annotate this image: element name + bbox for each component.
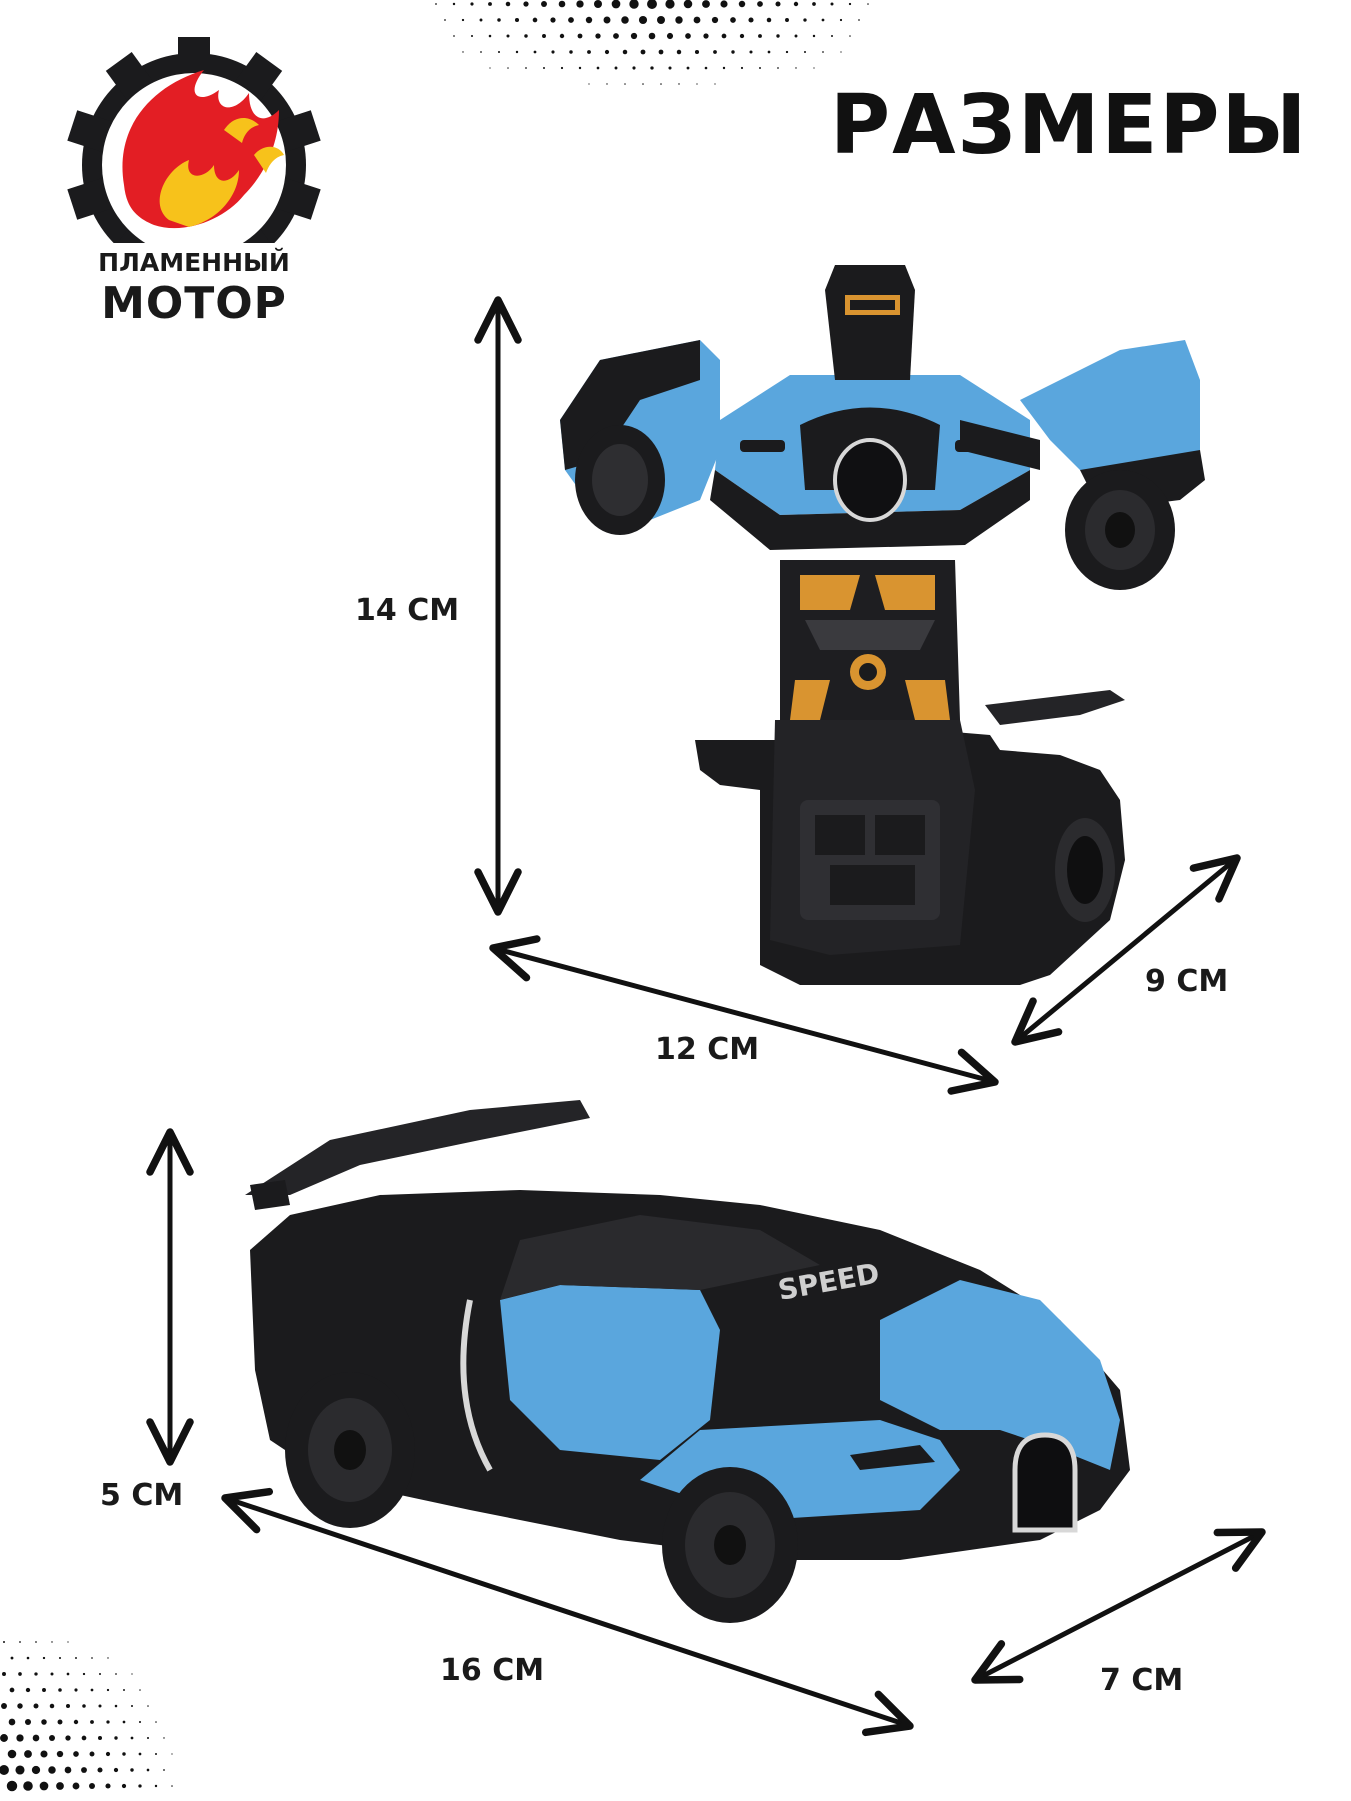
car-height-label: 5 СМ <box>100 1478 184 1513</box>
robot-width-arrow <box>1011 854 1241 1046</box>
robot-height-label: 14 СМ <box>355 593 460 628</box>
robot-width-label: 9 СМ <box>1145 964 1229 999</box>
car-length-arrow <box>221 1487 914 1737</box>
page-title: РАЗМЕРЫ <box>830 78 1309 173</box>
flame-icon <box>122 70 284 229</box>
logo-line-2: МОТОР <box>101 278 287 329</box>
logo-line-1: ПЛАМЕННЫЙ <box>98 248 290 277</box>
robot-length-label: 12 СМ <box>655 1032 760 1067</box>
car-length-label: 16 СМ <box>440 1653 545 1688</box>
robot-length-arrow <box>489 935 999 1095</box>
car-width-arrow <box>971 1528 1266 1684</box>
car-width-label: 7 СМ <box>1100 1663 1184 1698</box>
